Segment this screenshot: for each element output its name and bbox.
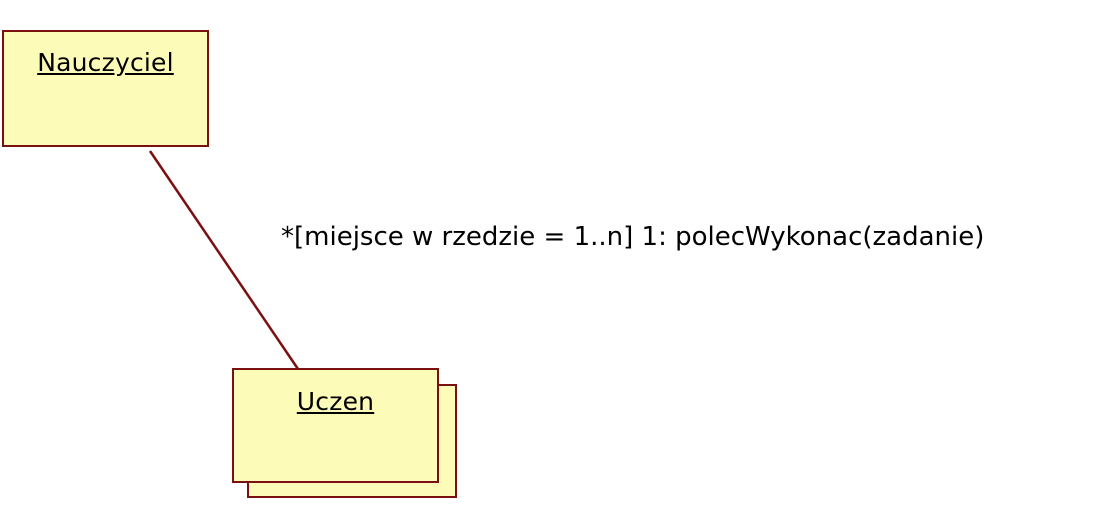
- object-nauczyciel[interactable]: Nauczyciel: [2, 30, 209, 147]
- link-line: [148, 150, 300, 370]
- object-name-nauczyciel: Nauczyciel: [37, 48, 174, 77]
- object-uczen[interactable]: Uczen: [232, 368, 439, 483]
- object-name-uczen: Uczen: [296, 387, 375, 416]
- message-label: *[miejsce w rzedzie = 1..n] 1: polecWyko…: [281, 222, 985, 252]
